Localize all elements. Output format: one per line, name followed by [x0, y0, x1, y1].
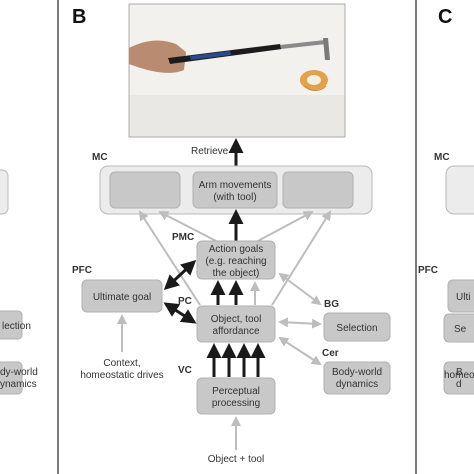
pfc-label: PFC	[72, 265, 92, 276]
rake-grip-tape	[190, 51, 231, 60]
bg-label: BG	[324, 299, 339, 310]
object-tool-box	[196, 305, 276, 343]
body-world-label-2: dynamics	[336, 379, 378, 390]
perceptual-label-1: Perceptual	[212, 386, 260, 397]
ultimate-goal-label: Ultimate goal	[93, 292, 151, 303]
panel-a-body-world-label-2: ynamics	[0, 379, 37, 390]
action-goals-label-1: Action goals	[209, 244, 263, 255]
panel-c-body-world-label-1: B	[456, 367, 463, 378]
panel-c-ultimate-label: Ulti	[456, 292, 470, 303]
panel-c-mc-container	[445, 165, 474, 215]
ultimate-goal-box	[81, 279, 163, 313]
pc-label: PC	[178, 296, 192, 307]
panel-b-letter: B	[72, 6, 86, 28]
arrow-ultimate-object	[163, 302, 197, 324]
selection-box	[323, 312, 391, 342]
perceptual-label-2: processing	[212, 398, 260, 409]
arrow-goals-to-mc-right	[255, 211, 314, 243]
object-tool-label-1: Object, tool	[211, 314, 262, 325]
arrow-object-to-mc-right	[271, 210, 332, 306]
tool-photo	[128, 3, 346, 138]
panel-c-body-world-label-2: d	[456, 379, 462, 390]
panel-a-selection-label: lection	[2, 321, 31, 332]
context-label-2: homeostatic drives	[80, 370, 163, 381]
object-tool-input-label: Object + tool	[208, 454, 264, 465]
object-tool-label-2: affordance	[212, 326, 260, 337]
mc-label: MC	[92, 152, 108, 163]
vc-label: VC	[178, 365, 192, 376]
arm-movements-box	[192, 171, 278, 209]
mc-blank-box-right	[282, 171, 354, 209]
panel-c-fragment: MC PFC Ulti Se B d homeo	[418, 152, 474, 395]
arrow-goals-selection	[278, 272, 322, 306]
tape-shadow	[304, 85, 327, 91]
body-world-box	[323, 361, 391, 395]
panel-c-mc-label: MC	[434, 152, 450, 163]
panel-a-body-world-label-1: dy-world	[0, 367, 38, 378]
arrow-goals-to-mc-left	[158, 211, 219, 243]
rake-shaft	[280, 40, 326, 49]
pmc-label: PMC	[172, 232, 194, 243]
panel-c-pfc-label: PFC	[418, 265, 438, 276]
panel-c-selection-box	[443, 313, 474, 343]
context-label-1: Context,	[103, 358, 140, 369]
arrow-object-selection	[278, 317, 322, 329]
panel-a-selection-box	[0, 310, 23, 340]
hand-arm	[129, 40, 186, 73]
panel-c-homeostatic-label: homeo	[444, 370, 474, 381]
arrow-ultimate-action-goals	[163, 259, 197, 291]
panel-c-body-world-box	[443, 361, 474, 395]
panel-c-ultimate-box	[447, 279, 474, 313]
arrow-object-bodyworld	[278, 336, 322, 366]
panel-a-mc-edge	[0, 169, 9, 215]
tape-roll-hole	[307, 75, 321, 85]
action-goals-label-2: (e.g. reaching	[205, 256, 266, 267]
panel-a-fragment: lection dy-world ynamics	[0, 169, 38, 395]
panel-c-selection-label: Se	[454, 324, 467, 335]
cer-label: Cer	[322, 348, 339, 359]
panel-a-body-world-box	[0, 361, 23, 395]
action-goals-label-3: the object)	[213, 268, 260, 279]
photo-frame	[128, 3, 346, 138]
retrieve-label: Retrieve	[191, 146, 229, 157]
photo-table-surface	[129, 95, 345, 137]
rake-hook	[323, 38, 330, 60]
perceptual-box	[196, 377, 276, 415]
action-goals-box	[196, 240, 276, 280]
selection-label: Selection	[336, 323, 377, 334]
arm-movements-label-1: Arm movements	[199, 180, 272, 191]
mc-blank-box-left	[109, 171, 181, 209]
body-world-label-1: Body-world	[332, 367, 382, 378]
panel-c-letter: C	[438, 6, 452, 28]
arm-movements-label-2: (with tool)	[213, 192, 256, 203]
